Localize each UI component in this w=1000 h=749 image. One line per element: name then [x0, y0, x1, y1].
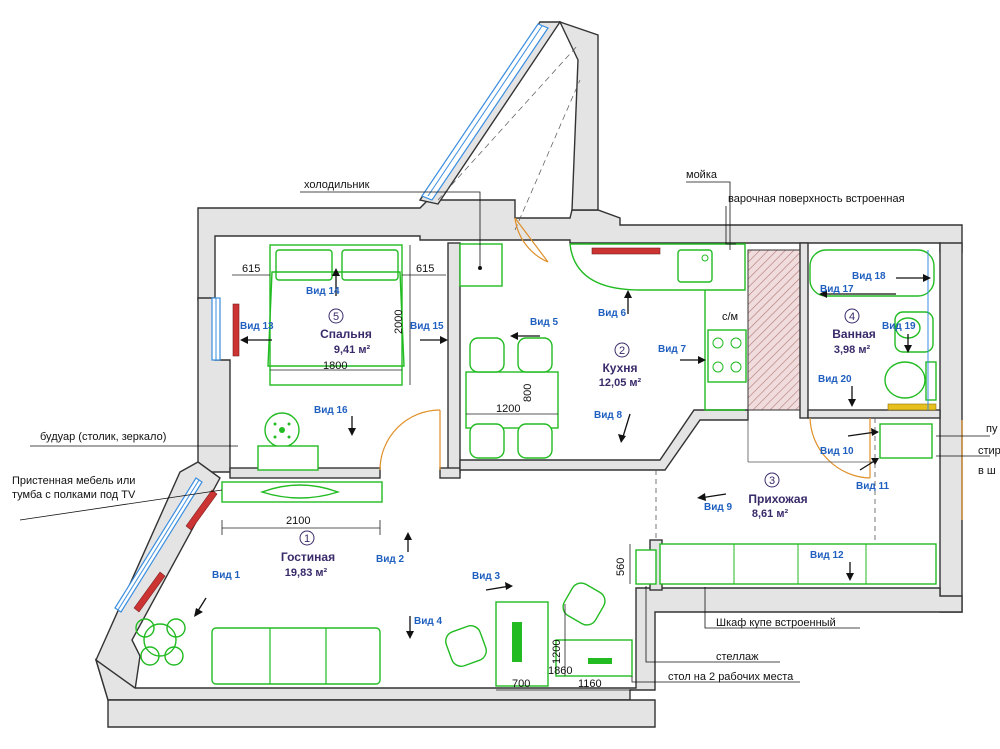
room-number-bath: 4	[849, 311, 855, 323]
view-label-14: Вид 14	[306, 286, 340, 297]
room-number-kitchen: 2	[619, 345, 625, 357]
partitions	[229, 242, 941, 591]
dim-bed-right: 615	[416, 263, 434, 275]
dim-desk-depth: 1200	[551, 640, 563, 664]
zone-lines	[655, 418, 876, 540]
room-area-bath: 3,98 м²	[834, 344, 871, 356]
note-tv-line1: Пристенная мебель или	[12, 475, 135, 487]
dim-bed-width: 1800	[323, 360, 347, 372]
windows	[114, 297, 221, 613]
note-tv-line2: тумба с полками под TV	[12, 489, 136, 501]
note-hob: варочная поверхность встроенная	[728, 193, 905, 205]
dim-table-width: 1200	[496, 403, 520, 415]
bathroom-fixtures	[809, 249, 937, 459]
note-cut2: стир	[978, 445, 1000, 457]
note-boudoir: будуар (столик, зеркало)	[40, 431, 166, 443]
room-number-hall: 3	[769, 475, 775, 487]
view-label-7: Вид 7	[658, 344, 686, 355]
hall-wardrobe	[635, 543, 937, 585]
dimension-lines	[221, 245, 632, 691]
view-label-18: Вид 18	[852, 271, 886, 282]
leader-lines	[19, 181, 990, 683]
view-label-20: Вид 20	[818, 374, 852, 385]
dim-bed-left: 615	[242, 263, 260, 275]
view-label-9: Вид 9	[704, 502, 732, 513]
kitchen-furniture	[459, 243, 747, 459]
dim-table-depth: 800	[522, 384, 534, 402]
view-label-11: Вид 11	[856, 481, 890, 492]
bedroom-furniture	[257, 244, 405, 471]
view-label-13: Вид 13	[240, 321, 274, 332]
room-area-living: 19,83 м²	[285, 567, 328, 579]
note-cut1: пу	[986, 423, 998, 435]
dim-desk-total: 1860	[548, 665, 572, 677]
view-label-15: Вид 15	[410, 321, 444, 332]
room-circles	[299, 308, 860, 546]
note-sink: мойка	[686, 169, 718, 181]
living-furniture	[135, 481, 633, 687]
room-number-bedroom: 5	[333, 311, 339, 323]
note-rack: стеллаж	[716, 651, 759, 663]
dim-bed-length: 2000	[393, 310, 405, 334]
view-label-16: Вид 16	[314, 405, 348, 416]
view-label-19: Вид 19	[882, 321, 916, 332]
room-name-kitchen: Кухня	[602, 361, 637, 375]
dim-desk-b: 1160	[578, 678, 602, 690]
view-arrows	[194, 268, 931, 639]
view-label-17: Вид 17	[820, 284, 854, 295]
view-label-12: Вид 12	[810, 550, 844, 561]
dim-tv-width: 2100	[286, 515, 310, 527]
view-label-6: Вид 6	[598, 308, 626, 319]
room-area-kitchen: 12,05 м²	[599, 377, 642, 389]
note-cut3: в ш	[978, 465, 996, 477]
view-label-10: Вид 10	[820, 446, 854, 457]
room-name-bath: Ванная	[832, 327, 876, 341]
room-name-bedroom: Спальня	[320, 327, 372, 341]
view-label-8: Вид 8	[594, 410, 622, 421]
view-label-3: Вид 3	[472, 571, 500, 582]
room-number-living: 1	[304, 533, 310, 545]
radiators	[133, 247, 661, 613]
view-label-1: Вид 1	[212, 570, 240, 581]
note-fridge: холодильник	[304, 179, 370, 191]
room-area-hall: 8,61 м²	[752, 508, 789, 520]
doors	[379, 217, 963, 520]
loggia-window	[421, 23, 581, 231]
note-desk: стол на 2 рабочих места	[668, 671, 794, 683]
room-area-bedroom: 9,41 м²	[334, 344, 371, 356]
note-dishwasher: с/м	[722, 311, 738, 323]
view-label-4: Вид 4	[414, 616, 442, 627]
room-name-living: Гостиная	[281, 550, 335, 564]
dim-shelf: 560	[615, 558, 627, 576]
room-name-hall: Прихожая	[748, 492, 807, 506]
dim-desk-a: 700	[512, 678, 530, 690]
view-label-2: Вид 2	[376, 554, 404, 565]
view-label-5: Вид 5	[530, 317, 558, 328]
note-wardrobe: Шкаф купе встроенный	[716, 617, 836, 629]
